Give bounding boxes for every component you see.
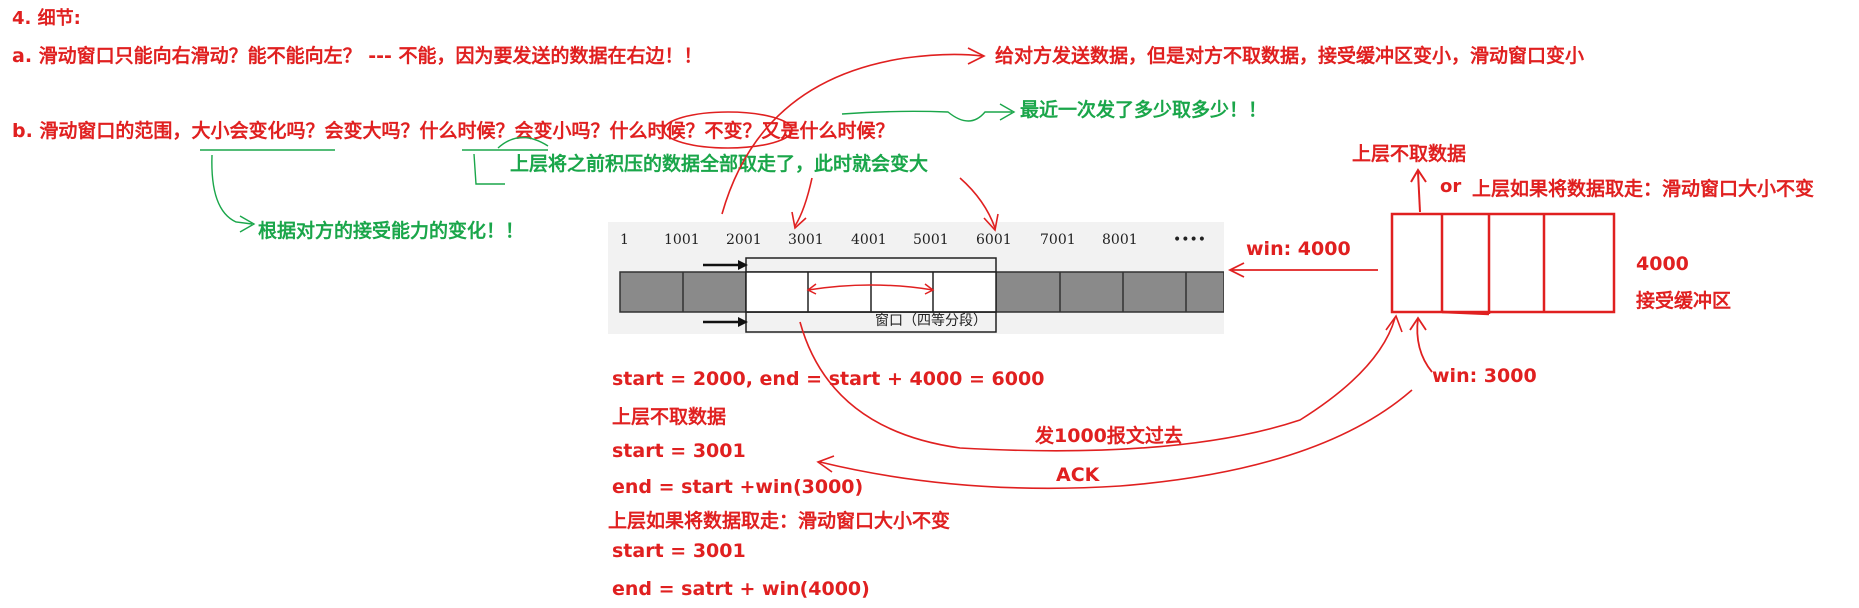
- line-b-seg7: 又是什么时候？: [761, 120, 895, 142]
- line-a: a. 滑动窗口只能向右滑动？能不能向左？ --- 不能，因为要发送的数据在右边！…: [12, 45, 703, 67]
- red-double-arrow: [807, 284, 934, 291]
- receiver-upper-take: 上层如果将数据取走：滑动窗口大小不变: [1472, 178, 1815, 200]
- ack-curve: [819, 389, 1413, 490]
- line-b-seg4: 会变小吗？: [514, 120, 610, 142]
- green-arrow-upper: [473, 153, 505, 185]
- tick-label: ••••: [1173, 232, 1207, 248]
- receiver-size: 4000: [1636, 253, 1689, 275]
- line-b-seg3: 什么时候？: [419, 120, 515, 142]
- tick-label: 6001: [976, 232, 1012, 248]
- green-arrow-latest: [841, 110, 1012, 122]
- receiver-buffer-box: [1390, 212, 1616, 314]
- receiver-upper-not-take: 上层不取数据: [1352, 143, 1467, 165]
- curve-to-note: [721, 53, 983, 215]
- win-3000-label: win: 3000: [1432, 365, 1537, 387]
- tick-label: 3001: [788, 232, 824, 248]
- note-top-right: 给对方发送数据，但是对方不取数据，接受缓冲区变小，滑动窗口变小: [995, 45, 1585, 67]
- send-label: 发1000报文过去: [1035, 425, 1183, 447]
- note-latest: 最近一次发了多少取多少！！: [1020, 99, 1268, 121]
- ellipse-when: [663, 111, 793, 149]
- calc-line-5: 上层如果将数据取走：滑动窗口大小不变: [608, 510, 951, 532]
- heading: 4. 细节:: [12, 8, 81, 29]
- tick-label: 8001: [1102, 232, 1138, 248]
- figure-drawing: [619, 257, 1224, 333]
- line-b: b. 滑动窗口的范围，大小会变化吗？会变大吗？什么时候？会变小吗？什么时候？不变…: [12, 122, 895, 141]
- tick-label: 1: [620, 232, 629, 248]
- line-b-prefix: b. 滑动窗口的范围，: [12, 120, 192, 142]
- calc-line-6: start = 3001: [612, 540, 746, 562]
- line-b-seg5: 什么时候？: [609, 120, 705, 142]
- note-upper-take: 上层将之前积压的数据全部取走了，此时就会变大: [510, 153, 929, 175]
- arrow-to-upper: [1417, 171, 1421, 213]
- receiver-buffer-label: 接受缓冲区: [1636, 290, 1732, 312]
- tick-label: 1001: [664, 232, 700, 248]
- calc-line-7: end = satrt + win(4000): [612, 578, 870, 600]
- note-receiver-ability: 根据对方的接受能力的变化！！: [258, 220, 525, 242]
- tick-label: 5001: [913, 232, 949, 248]
- calc-line-4: end = start +win(3000): [612, 476, 864, 498]
- green-arrow-receiver: [211, 154, 253, 225]
- ack-label: ACK: [1056, 464, 1100, 486]
- tick-label: 7001: [1040, 232, 1076, 248]
- calc-line-2: 上层不取数据: [612, 406, 727, 428]
- tick-label: 4001: [851, 232, 887, 248]
- line-b-seg1: 大小会变化吗？: [191, 120, 325, 142]
- sliding-window-figure: 1 1001 2001 3001 4001 5001 6001 7001 800…: [608, 222, 1224, 334]
- receiver-or: or: [1440, 176, 1462, 197]
- send-curve: [799, 317, 1396, 452]
- win-4000-label: win: 4000: [1246, 238, 1351, 260]
- window-label: 窗口（四等分段）: [875, 313, 987, 329]
- line-b-seg6: 不变？: [704, 120, 762, 142]
- tick-label: 2001: [726, 232, 762, 248]
- line-b-seg2: 会变大吗？: [324, 120, 420, 142]
- calc-line-3: start = 3001: [612, 440, 746, 462]
